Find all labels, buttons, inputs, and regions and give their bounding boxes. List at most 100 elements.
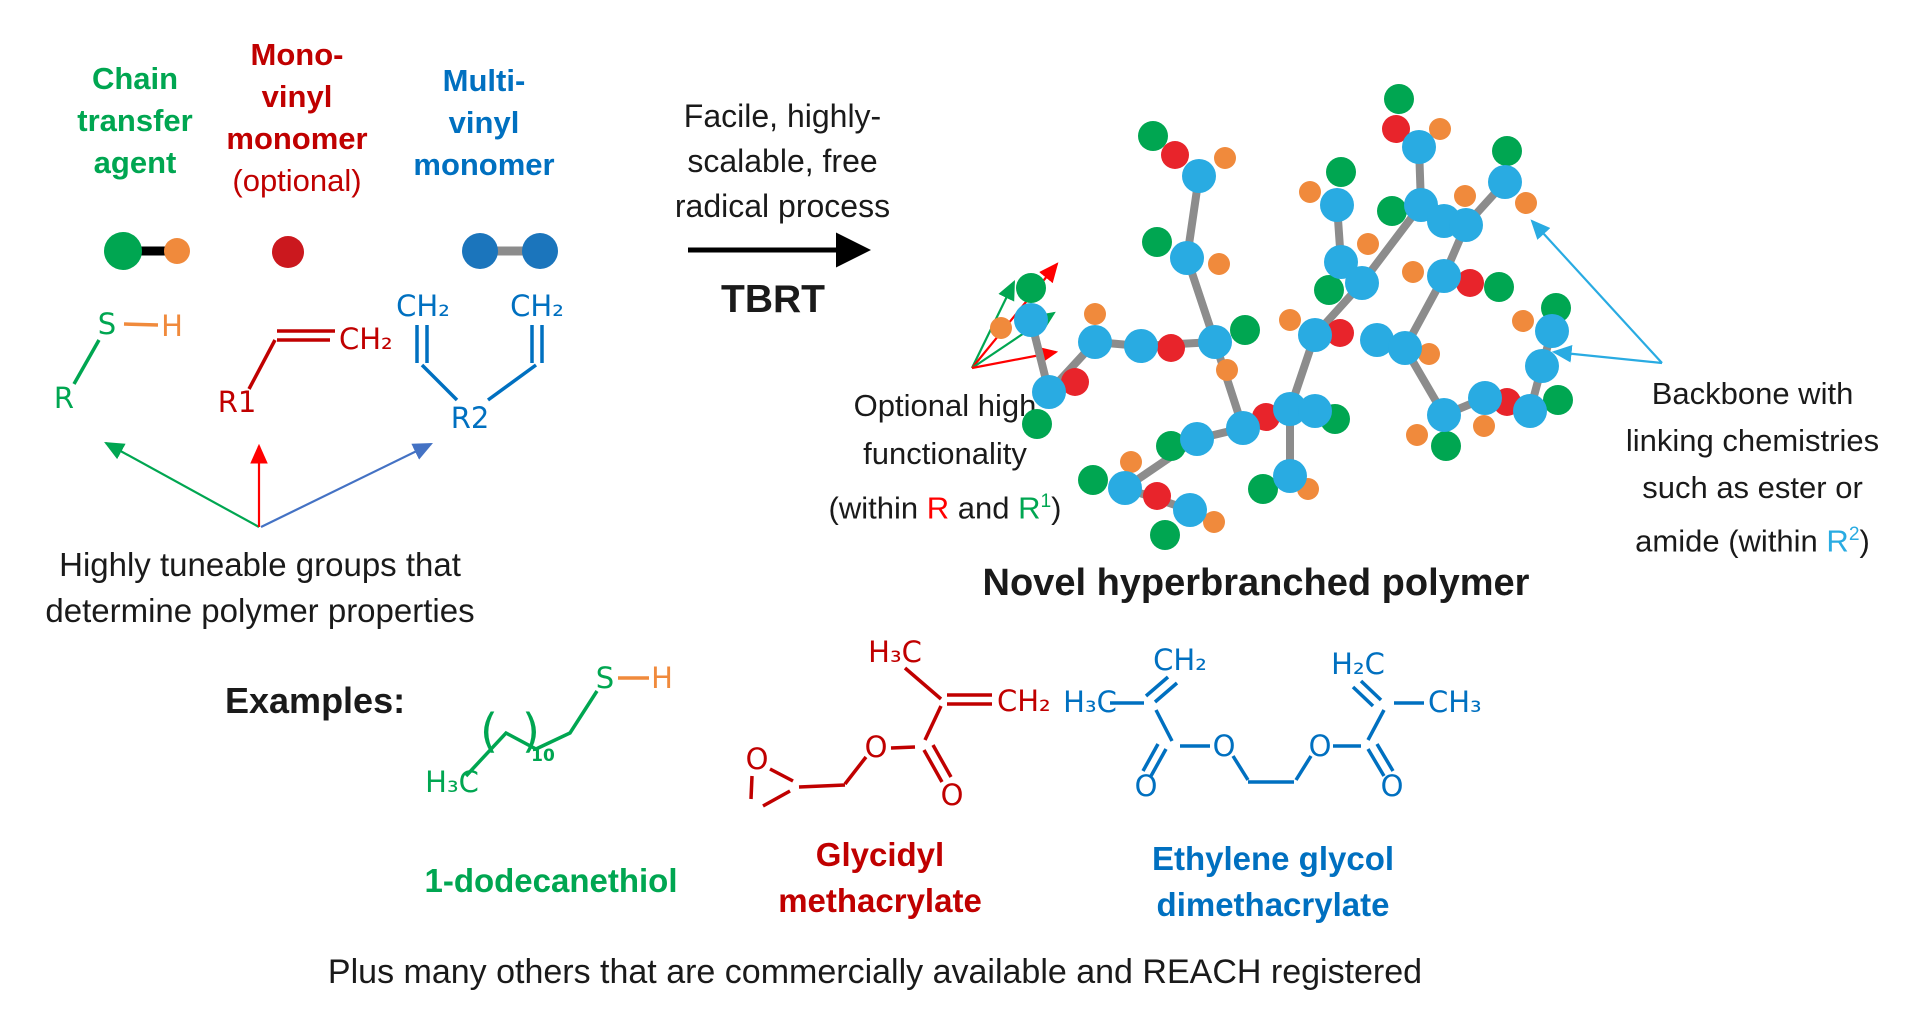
- polymer-bond: [1401, 272, 1448, 352]
- polymer-orange-ball: [1454, 185, 1476, 207]
- polymer-bond: [1183, 172, 1203, 262]
- polymer-green-ball: [1543, 385, 1573, 415]
- gma-label: Glycidyl methacrylate: [778, 836, 982, 919]
- multi-ball-icon: [462, 233, 558, 269]
- polymer-bond: [1538, 327, 1556, 370]
- polymer-backbone-ball: [1273, 392, 1307, 426]
- svg-text:S: S: [596, 661, 614, 695]
- tbrt-acronym: TBRT: [721, 278, 825, 321]
- svg-text:O: O: [1213, 729, 1236, 763]
- polymer-backbone-ball: [1298, 394, 1332, 428]
- polymer-orange-ball: [1512, 310, 1534, 332]
- polymer-red-ball: [1161, 141, 1189, 169]
- polymer-red-ball: [1493, 388, 1521, 416]
- svg-text:H: H: [651, 661, 673, 695]
- polymer-green-ball: [1142, 227, 1172, 257]
- polymer-backbone-ball: [1404, 188, 1438, 222]
- polymer-backbone-ball: [1468, 381, 1502, 415]
- polymer-green-ball: [1377, 196, 1407, 226]
- svg-text:CH₂: CH₂: [1153, 643, 1207, 677]
- mono-vinyl-monomer-label: Mono- vinyl monomer (optional): [197, 34, 397, 202]
- svg-text:O: O: [1135, 769, 1158, 803]
- polymer-bond: [1440, 217, 1470, 229]
- polymer-backbone-ball: [1320, 188, 1354, 222]
- polymer-bond: [1526, 362, 1546, 415]
- gma-structure: H₃C CH₂ O O O: [746, 635, 1051, 812]
- polymer-green-ball: [1248, 474, 1278, 504]
- polymer-red-ball: [1456, 269, 1484, 297]
- polymer-backbone-ball: [1173, 493, 1207, 527]
- polymer-backbone-ball: [1513, 394, 1547, 428]
- polymer-backbone-ball: [1226, 411, 1260, 445]
- svg-text:O: O: [865, 730, 888, 764]
- polymer-backbone-ball: [1298, 318, 1332, 352]
- svg-text:S: S: [98, 307, 116, 341]
- polymer-bond: [1121, 484, 1194, 514]
- polymer-bond: [1373, 336, 1409, 352]
- polymer-green-ball: [1384, 84, 1414, 114]
- egdma-label: Ethylene glycol dimethacrylate: [1151, 840, 1395, 923]
- tuneable-caption: Highly tuneable groups that determine po…: [45, 546, 475, 629]
- polymer-green-ball: [1492, 136, 1522, 166]
- cta-ball-icon: [104, 232, 190, 270]
- polymer-bond: [1091, 338, 1145, 350]
- polymer-backbone-ball: [1427, 398, 1461, 432]
- r2-group-blue: R: [1826, 523, 1849, 559]
- svg-text:H: H: [161, 309, 183, 343]
- polymer-backbone-ball: [1324, 245, 1358, 279]
- examples-heading: Examples:: [225, 680, 406, 721]
- svg-text:10: 10: [531, 746, 555, 766]
- polymer-backbone-ball: [1525, 349, 1559, 383]
- polymer-backbone-ball: [1345, 266, 1379, 300]
- polymer-orange-ball: [1297, 478, 1319, 500]
- polymer-orange-ball: [1402, 261, 1424, 283]
- functionality-arrows: [971, 262, 1059, 370]
- svg-text:CH₃: CH₃: [1428, 685, 1482, 719]
- polymer-backbone-ball: [1124, 329, 1158, 363]
- polymer-bond: [1358, 201, 1425, 287]
- polymer-backbone-ball: [1014, 303, 1048, 337]
- polymer-backbone-ball: [1427, 259, 1461, 293]
- svg-text:O: O: [1381, 769, 1404, 803]
- multi-vinyl-monomer-label: Multi- vinyl monomer: [413, 63, 555, 182]
- svg-text:R: R: [54, 381, 74, 415]
- polymer-green-ball: [1016, 273, 1046, 303]
- polymer-bond: [1462, 178, 1509, 229]
- polymer-bond: [1440, 394, 1489, 419]
- mono-vinyl-structure: R1 CH₂: [218, 322, 393, 419]
- polymer-green-ball: [1431, 431, 1461, 461]
- polymer-backbone-ball: [1078, 325, 1112, 359]
- svg-text:H₃C: H₃C: [868, 635, 922, 669]
- svg-text:R1: R1: [218, 385, 257, 419]
- polymer-red-ball: [1252, 403, 1280, 431]
- polymer-backbone-ball: [1198, 325, 1232, 359]
- polymer-orange-ball: [1473, 415, 1495, 437]
- polymer-orange-ball: [1216, 359, 1238, 381]
- optional-note: (optional): [232, 163, 362, 198]
- polymer-red-ball: [1157, 334, 1185, 362]
- polymer-orange-ball: [990, 317, 1012, 339]
- polymer-bond: [1440, 221, 1470, 280]
- svg-text:CH₂: CH₂: [396, 289, 450, 323]
- polymer-orange-ball: [1208, 253, 1230, 275]
- polymer-green-ball: [1150, 520, 1180, 550]
- svg-text:): ): [522, 704, 540, 758]
- polymer-backbone-ball: [1449, 208, 1483, 242]
- polymer-red-ball: [1143, 482, 1171, 510]
- polymer-backbone-ball: [1360, 323, 1394, 357]
- polymer-orange-ball: [1357, 233, 1379, 255]
- svg-text:O: O: [1309, 729, 1332, 763]
- polymer-bond: [1337, 258, 1366, 287]
- polymer-bond: [1183, 254, 1219, 346]
- polymer-orange-ball: [1429, 118, 1451, 140]
- polymer-bond: [1481, 394, 1534, 415]
- footer-caption: Plus many others that are commercially a…: [327, 953, 1423, 991]
- polymer-bond: [1417, 201, 1448, 225]
- multi-vinyl-structure: CH₂ CH₂ R2: [396, 289, 564, 435]
- svg-text:O: O: [941, 778, 964, 812]
- svg-text:(: (: [480, 704, 498, 758]
- polymer-bond: [1211, 338, 1247, 432]
- optional-functionality-caption: Optional high functionality (within R an…: [828, 388, 1062, 526]
- polymer-bond: [1239, 405, 1294, 432]
